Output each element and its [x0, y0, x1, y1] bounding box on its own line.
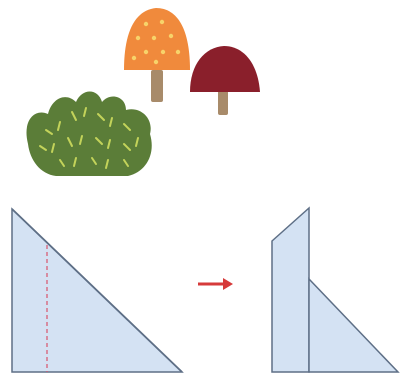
- paper-after-fold: [272, 208, 398, 372]
- red-mushroom-cap: [190, 46, 260, 92]
- green-bush-body: [26, 92, 151, 177]
- remaining-triangle: [309, 279, 398, 372]
- folded-flap: [272, 208, 309, 372]
- orange-mushroom-stem: [151, 70, 163, 102]
- green-bush-icon: [26, 92, 151, 177]
- paper-before-fold: [12, 209, 182, 372]
- right-arrow-icon: [198, 278, 233, 290]
- orange-mushroom-icon: [124, 8, 190, 102]
- decorations: [26, 8, 260, 176]
- red-mushroom-icon: [190, 46, 260, 115]
- red-mushroom-stem: [218, 89, 228, 115]
